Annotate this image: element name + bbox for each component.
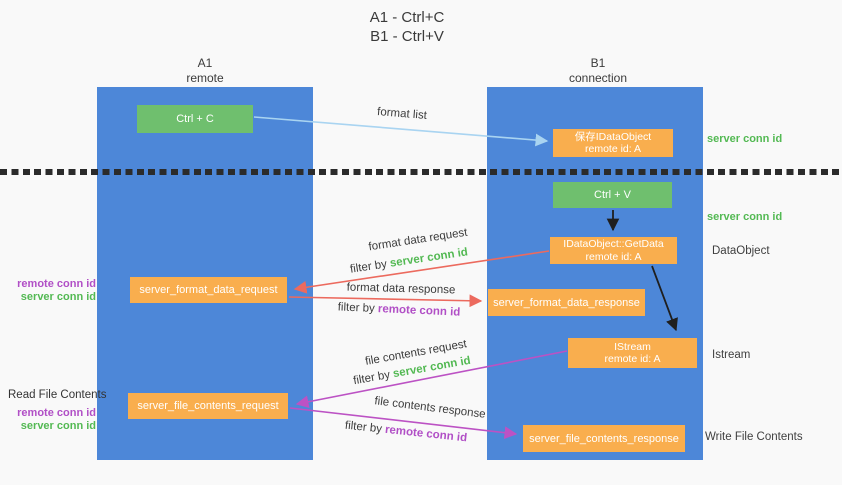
node-server-file-contents-response-label: server_file_contents_response [529, 432, 679, 445]
label-dataobject: DataObject [712, 245, 770, 257]
label-server-conn-id-top: server conn id [707, 133, 783, 145]
node-getdata: IDataObject::GetData remote id: A [550, 237, 677, 264]
node-ctrl-v-label: Ctrl + V [594, 189, 631, 201]
lifeline-left-header: A1 remote [186, 56, 223, 86]
node-istream: IStream remote id: A [568, 338, 697, 368]
label-server-conn-id-mid: server conn id [707, 211, 783, 223]
node-ctrl-c: Ctrl + C [137, 105, 253, 133]
lifeline-right-header: B1 connection [569, 56, 627, 86]
server-conn-id-label: server conn id [20, 291, 96, 303]
node-istream-line2: remote id: A [604, 353, 661, 365]
left-conn-id-stack-top: remote conn id server conn id [8, 278, 96, 304]
node-save-dataobject-line1: 保存IDataObject [574, 130, 652, 143]
remote-conn-id-text: remote conn id [377, 303, 461, 319]
node-server-file-contents-request-label: server_file_contents_request [137, 400, 279, 412]
page-title: A1 - Ctrl+C B1 - Ctrl+V [370, 8, 445, 46]
node-ctrl-c-label: Ctrl + C [176, 113, 214, 125]
title-line-2: B1 - Ctrl+V [370, 28, 444, 45]
section-separator-dotted-line [0, 169, 842, 175]
lifeline-right-name: B1 [590, 56, 606, 70]
node-save-dataobject: 保存IDataObject remote id: A [553, 129, 673, 157]
node-server-file-contents-response: server_file_contents_response [523, 425, 685, 452]
label-filter-by-remote-conn-id-bottom: filter by remote conn id [344, 420, 467, 445]
node-server-format-data-response: server_format_data_response [488, 289, 645, 316]
remote-conn-id-text: remote conn id [384, 423, 468, 445]
label-istream: Istream [712, 349, 751, 361]
node-server-file-contents-request: server_file_contents_request [128, 393, 288, 419]
node-ctrl-v: Ctrl + V [553, 182, 672, 208]
server-conn-id-text: server conn id [389, 246, 469, 270]
title-line-1: A1 - Ctrl+C [369, 9, 445, 26]
arrow-format-data-response [288, 294, 483, 308]
node-istream-line1: IStream [614, 340, 651, 353]
server-conn-id-label: server conn id [20, 420, 96, 432]
filter-by-text: filter by [352, 368, 395, 388]
label-filter-by-remote-conn-id-top: filter by remote conn id [337, 301, 460, 318]
lifeline-left-role: remote [186, 71, 224, 85]
label-file-contents-response: file contents response [373, 395, 487, 421]
node-getdata-line2: remote id: A [585, 250, 642, 263]
filter-by-text: filter by [344, 419, 386, 436]
remote-conn-id-label: remote conn id [17, 407, 96, 419]
filter-by-text: filter by [349, 257, 391, 276]
left-conn-id-stack-bottom: remote conn id server conn id [8, 407, 96, 433]
label-format-list: format list [376, 106, 428, 122]
node-server-format-data-response-label: server_format_data_response [493, 296, 640, 309]
node-server-format-data-request: server_format_data_request [130, 277, 287, 303]
filter-by-text: filter by [337, 301, 379, 316]
label-format-data-response: format data response [346, 281, 456, 297]
lifeline-right-role: connection [568, 71, 628, 85]
remote-conn-id-label: remote conn id [17, 278, 96, 290]
label-read-file-contents: Read File Contents [8, 389, 107, 401]
node-getdata-line1: IDataObject::GetData [563, 238, 664, 250]
label-filter-by-server-conn-id-top: filter by server conn id [349, 246, 468, 275]
node-save-dataobject-line2: remote id: A [584, 143, 642, 155]
node-server-format-data-request-label: server_format_data_request [139, 284, 278, 296]
label-write-file-contents: Write File Contents [705, 431, 803, 443]
lifeline-left-name: A1 [197, 56, 213, 70]
